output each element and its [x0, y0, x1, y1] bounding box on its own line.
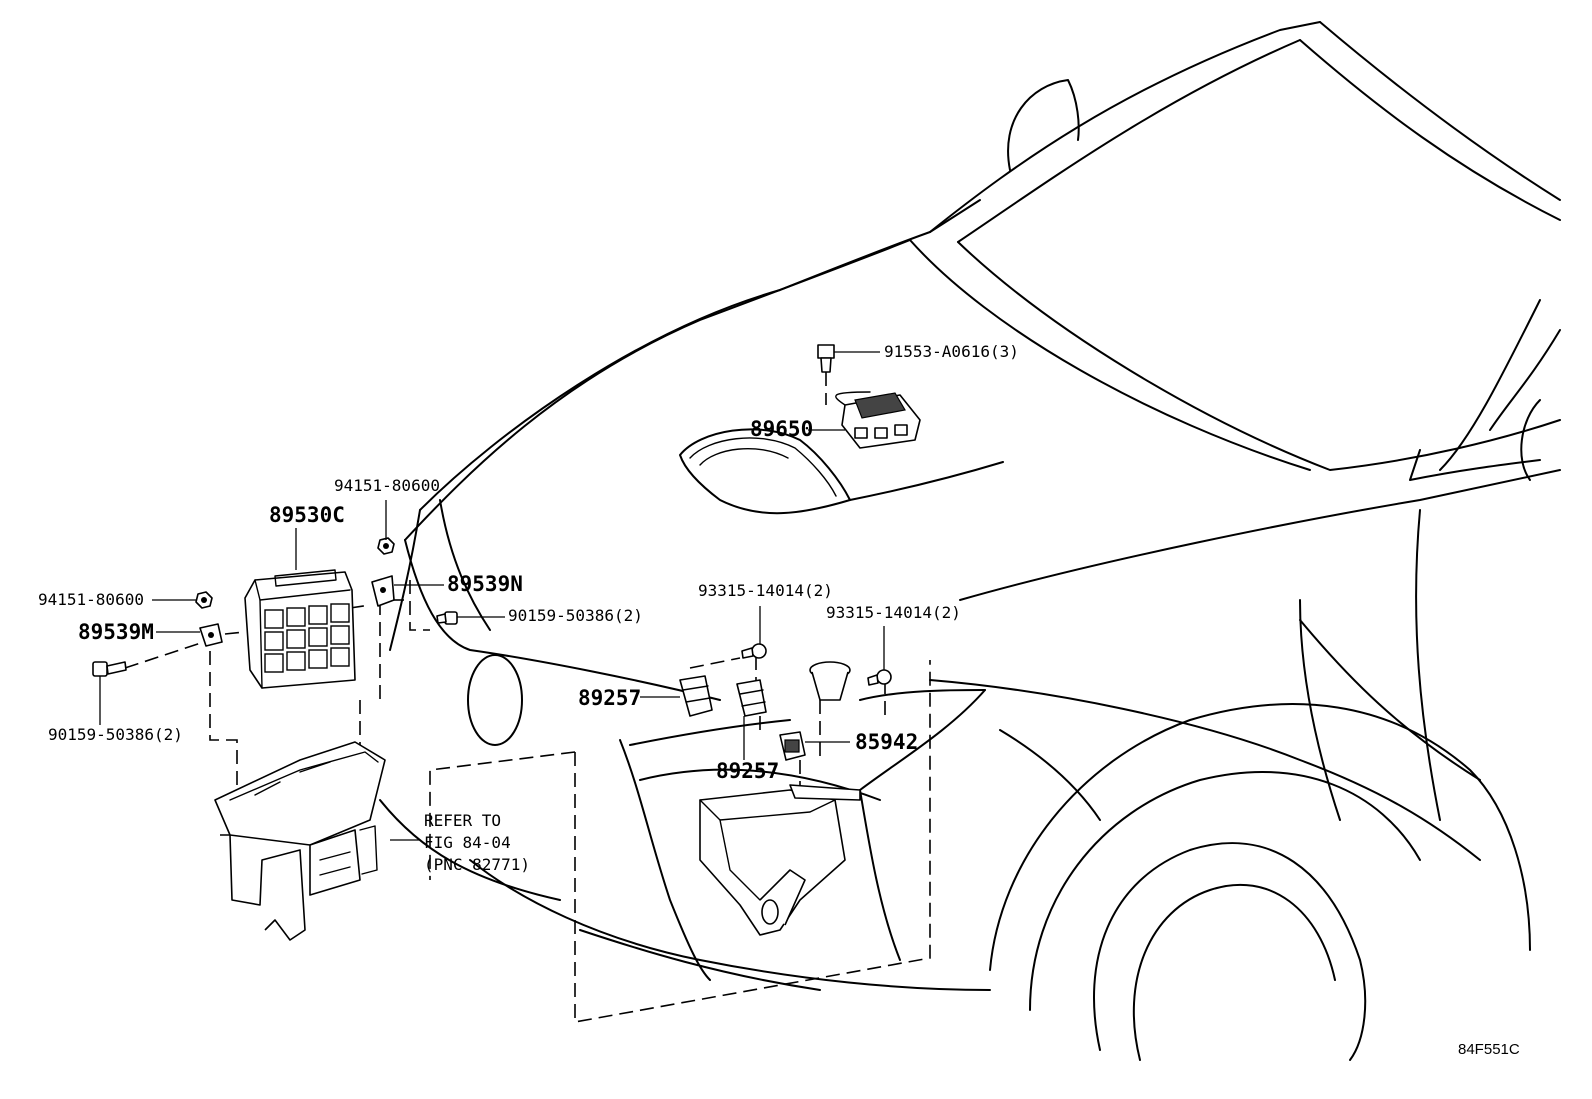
reference-line-2: FIG 84-04 — [424, 833, 511, 852]
ecu-module-89530c — [244, 569, 356, 689]
label-89257-b: 89257 — [716, 759, 780, 783]
reference-line-1: REFER TO — [424, 811, 502, 830]
label-93315-b: 93315-14014(2) — [826, 603, 961, 622]
screw-90159-right — [436, 611, 458, 625]
bracket-89539n — [371, 575, 395, 607]
filler-cap — [809, 661, 851, 701]
label-89257-a: 89257 — [578, 686, 642, 710]
dashed-guides — [124, 372, 931, 1023]
washer-reservoir — [699, 784, 861, 936]
label-89539m: 89539M — [78, 620, 154, 644]
label-89539n: 89539N — [447, 572, 523, 596]
label-89650: 89650 — [750, 417, 814, 441]
nut-94151-left — [195, 591, 213, 609]
nut-94151-top — [377, 537, 395, 555]
label-85942: 85942 — [855, 730, 919, 754]
leader-lines — [99, 351, 885, 841]
screw-90159-left — [92, 661, 127, 677]
relay-85942 — [779, 731, 806, 761]
bracket-89539m — [199, 623, 223, 647]
sensor-89650 — [835, 391, 921, 449]
diagram-code: 84F551C — [1458, 1041, 1520, 1058]
label-90159-right: 90159-50386(2) — [508, 606, 643, 625]
label-94151-top: 94151-80600 — [334, 476, 440, 495]
label-89530c: 89530C — [269, 503, 345, 527]
bolt-93315-a — [741, 643, 767, 659]
car-body-outline — [379, 21, 1561, 1061]
reference-line-3: (PNC 82771) — [424, 855, 530, 874]
reference-note: REFER TO FIG 84-04 (PNC 82771) — [424, 810, 530, 876]
ecu-bracket-box — [214, 741, 386, 941]
bolt-91553 — [817, 344, 835, 373]
label-93315-a: 93315-14014(2) — [698, 581, 833, 600]
label-90159-left: 90159-50386(2) — [48, 725, 183, 744]
label-91553: 91553-A0616(3) — [884, 342, 1019, 361]
sensor-89257-a — [679, 675, 713, 717]
sensor-89257-b — [736, 679, 767, 717]
label-94151-left: 94151-80600 — [38, 590, 144, 609]
bolt-93315-b — [867, 669, 892, 686]
